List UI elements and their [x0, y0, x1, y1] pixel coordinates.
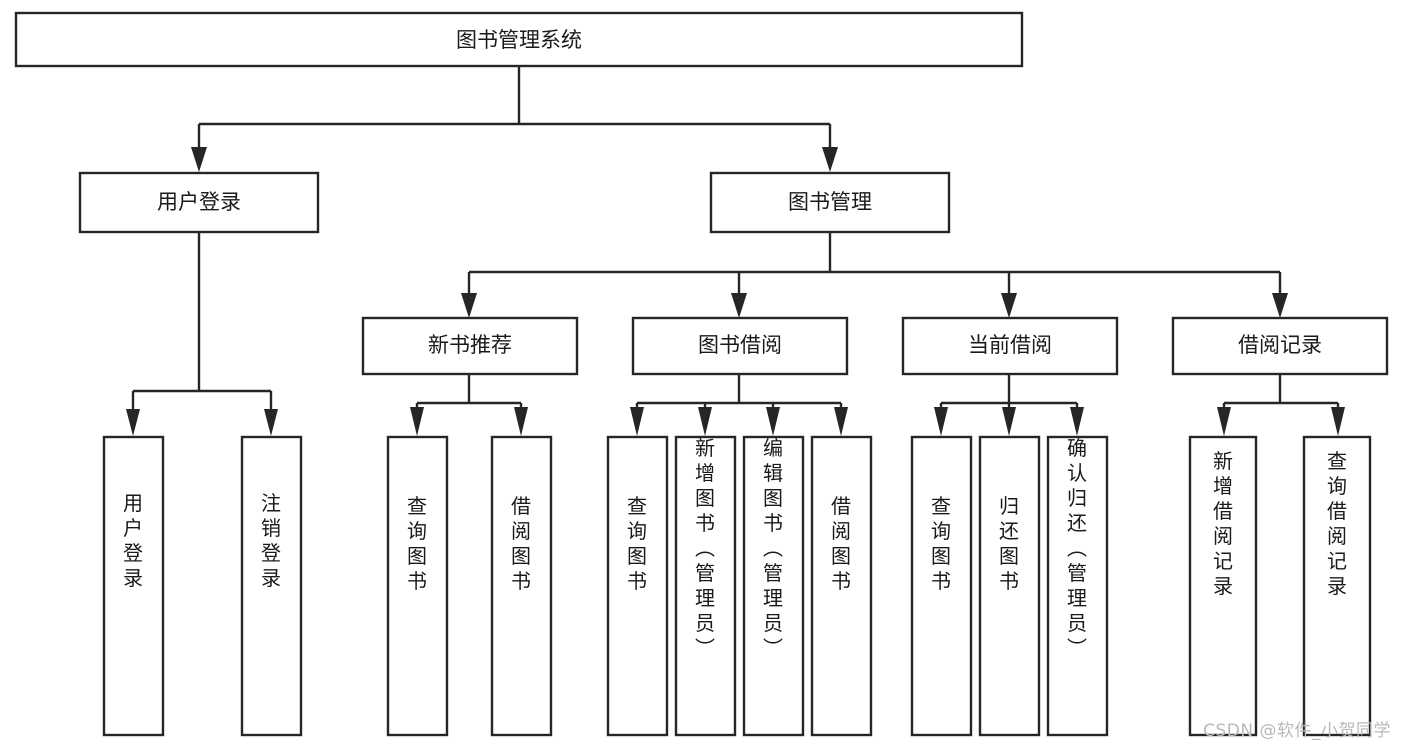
- node-root-box[interactable]: [14, 11, 1024, 68]
- csdn-watermark: CSDN @软件_小贺同学: [1203, 721, 1391, 741]
- arrow-head-user-leaf-1: [126, 409, 140, 436]
- arrow-head-record-leaf-2: [1331, 407, 1345, 436]
- node-user-login[interactable]: 用户登录: [78, 171, 320, 234]
- arrow-head-current-borrow: [1001, 293, 1017, 318]
- arrow-head-current-leaf-3: [1070, 407, 1084, 436]
- leaf-book-borrow-3-box[interactable]: [810, 435, 873, 737]
- leaf-borrow-record-0[interactable]: 新增借阅记录: [1188, 435, 1258, 737]
- arrow-head-current-leaf-2: [1002, 407, 1016, 436]
- leaf-new-book-0-label: 查询图书: [407, 494, 427, 593]
- node-book-management-box[interactable]: [709, 171, 951, 234]
- leaf-current-borrow-0-label: 查询图书: [931, 494, 951, 593]
- leaf-current-borrow-0-box[interactable]: [910, 435, 973, 737]
- node-borrow-record-label: 借阅记录: [1238, 333, 1322, 357]
- leaf-borrow-record-1-label: 查询借阅记录: [1327, 449, 1347, 598]
- leaf-book-borrow-2-label: 编辑图书︵管理员︶: [763, 436, 783, 660]
- node-root[interactable]: 图书管理系统: [14, 11, 1024, 68]
- leaf-current-borrow-2-label: 确认归还︵管理员︶: [1067, 436, 1087, 660]
- leaf-book-borrow-2-box[interactable]: [742, 435, 805, 737]
- arrow-head-borrow-leaf-1: [630, 407, 644, 436]
- leaf-user-login-0-label: 用户登录: [123, 491, 143, 590]
- leaf-current-borrow-1[interactable]: 归还图书: [978, 435, 1041, 737]
- leaf-borrow-record-1[interactable]: 查询借阅记录: [1302, 435, 1372, 737]
- leaf-book-borrow-2[interactable]: 编辑图书︵管理员︶: [742, 435, 805, 737]
- leaf-current-borrow-1-box[interactable]: [978, 435, 1041, 737]
- node-book-management-label: 图书管理: [788, 190, 872, 214]
- node-book-borrow-label: 图书借阅: [698, 333, 782, 357]
- node-book-borrow-box[interactable]: [631, 316, 849, 376]
- arrow-head-book-borrow: [731, 293, 747, 318]
- leaf-current-borrow-2[interactable]: 确认归还︵管理员︶: [1046, 435, 1109, 737]
- leaf-user-login-1-box[interactable]: [240, 435, 303, 737]
- arrow-head-new-leaf-2: [514, 407, 528, 436]
- leaf-book-borrow-1-box[interactable]: [674, 435, 737, 737]
- leaf-new-book-1[interactable]: 借阅图书: [490, 435, 553, 737]
- leaf-book-borrow-1[interactable]: 新增图书︵管理员︶: [674, 435, 737, 737]
- node-new-book-recommend[interactable]: 新书推荐: [361, 316, 579, 376]
- leaf-book-borrow-0-label: 查询图书: [627, 494, 647, 593]
- leaf-book-borrow-1-label: 新增图书︵管理员︶: [695, 436, 715, 660]
- leaf-new-book-1-box[interactable]: [490, 435, 553, 737]
- leaf-new-book-1-label: 借阅图书: [511, 494, 531, 593]
- leaf-borrow-record-0-label: 新增借阅记录: [1213, 449, 1233, 598]
- arrow-head-user-leaf-2: [264, 409, 278, 436]
- node-new-book-recommend-label: 新书推荐: [428, 333, 512, 357]
- leaf-borrow-record-1-box[interactable]: [1302, 435, 1372, 737]
- node-book-borrow[interactable]: 图书借阅: [631, 316, 849, 376]
- arrow-head-book-manage: [822, 147, 838, 172]
- leaf-book-borrow-3-label: 借阅图书: [831, 494, 851, 593]
- node-current-borrow-label: 当前借阅: [968, 333, 1052, 357]
- arrow-head-new-leaf-1: [410, 407, 424, 436]
- leaf-book-borrow-0[interactable]: 查询图书: [606, 435, 669, 737]
- leaf-book-borrow-0-box[interactable]: [606, 435, 669, 737]
- arrow-head-current-leaf-1: [934, 407, 948, 436]
- connector-layer: [126, 66, 1345, 436]
- leaf-user-login-1-label: 注销登录: [261, 491, 281, 590]
- arrow-head-borrow-leaf-3: [766, 407, 780, 436]
- node-new-book-recommend-box[interactable]: [361, 316, 579, 376]
- leaf-borrow-record-0-box[interactable]: [1188, 435, 1258, 737]
- arrow-head-new-book: [461, 293, 477, 318]
- leaf-current-borrow-2-box[interactable]: [1046, 435, 1109, 737]
- arrow-head-record-leaf-1: [1217, 407, 1231, 436]
- node-borrow-record[interactable]: 借阅记录: [1171, 316, 1389, 376]
- leaf-user-login-1[interactable]: 注销登录: [240, 435, 303, 737]
- leaf-current-borrow-0[interactable]: 查询图书: [910, 435, 973, 737]
- node-borrow-record-box[interactable]: [1171, 316, 1389, 376]
- leaf-user-login-0-box[interactable]: [102, 435, 165, 737]
- leaf-new-book-0[interactable]: 查询图书: [386, 435, 449, 737]
- node-user-login-box[interactable]: [78, 171, 320, 234]
- arrow-head-borrow-record: [1272, 293, 1288, 318]
- leaf-book-borrow-3[interactable]: 借阅图书: [810, 435, 873, 737]
- node-book-management[interactable]: 图书管理: [709, 171, 951, 234]
- leaf-new-book-0-box[interactable]: [386, 435, 449, 737]
- node-current-borrow[interactable]: 当前借阅: [901, 316, 1119, 376]
- node-user-login-label: 用户登录: [157, 190, 241, 214]
- node-root-label: 图书管理系统: [456, 28, 582, 52]
- leaf-user-login-0[interactable]: 用户登录: [102, 435, 165, 737]
- node-current-borrow-box[interactable]: [901, 316, 1119, 376]
- arrow-head-borrow-leaf-4: [834, 407, 848, 436]
- arrow-head-borrow-leaf-2: [698, 407, 712, 436]
- leaf-current-borrow-1-label: 归还图书: [999, 494, 1019, 593]
- arrow-head-user-login: [191, 147, 207, 172]
